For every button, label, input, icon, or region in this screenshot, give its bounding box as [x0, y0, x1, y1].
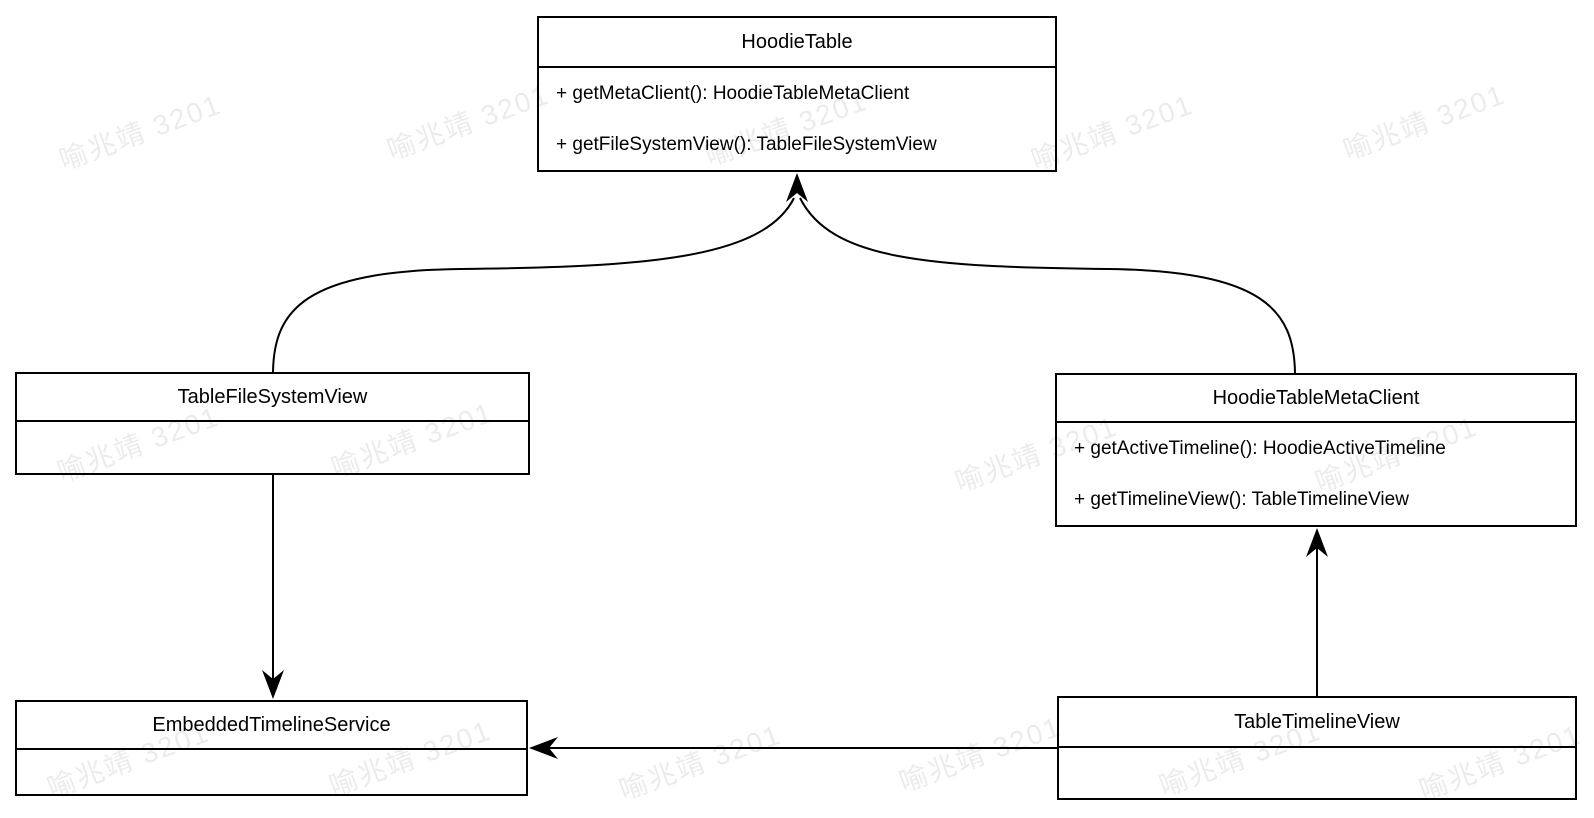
class-box-tablefilesystemview: TableFileSystemView	[15, 372, 530, 475]
class-method: + getActiveTimeline(): HoodieActiveTimel…	[1074, 437, 1446, 459]
class-title: HoodieTableMetaClient	[1057, 375, 1575, 423]
watermark-text: 喻兆靖 3201	[383, 78, 554, 166]
arrowhead-down-embeddedtimelineservice	[262, 670, 284, 699]
class-title: EmbeddedTimelineService	[17, 702, 526, 750]
class-method: + getMetaClient(): HoodieTableMetaClient	[556, 82, 910, 104]
class-method: + getTimelineView(): TableTimelineView	[1074, 488, 1409, 510]
arrowhead-up-hoodietable	[786, 173, 808, 202]
class-box-hoodietable: HoodieTable + getMetaClient(): HoodieTab…	[537, 16, 1057, 172]
class-body-empty	[17, 422, 528, 473]
class-title: TableTimelineView	[1059, 698, 1575, 748]
watermark-text: 喻兆靖 3201	[1339, 78, 1510, 166]
class-title: TableFileSystemView	[17, 374, 528, 422]
class-body-empty	[17, 750, 526, 794]
class-box-tabletimelineview: TableTimelineView	[1057, 696, 1577, 800]
class-body-empty	[1059, 748, 1575, 798]
watermark-text: 喻兆靖 3201	[895, 710, 1066, 798]
class-box-embeddedtimelineservice: EmbeddedTimelineService	[15, 700, 528, 796]
watermark-text: 喻兆靖 3201	[55, 88, 226, 176]
class-title: HoodieTable	[539, 18, 1055, 68]
relation-hoodietablemetaclient-to-hoodietable	[799, 197, 1296, 374]
relation-tablefilesystemview-to-hoodietable	[272, 197, 795, 373]
watermark-text: 喻兆靖 3201	[615, 718, 786, 806]
class-method: + getFileSystemView(): TableFileSystemVi…	[556, 133, 937, 155]
class-methods: + getActiveTimeline(): HoodieActiveTimel…	[1057, 423, 1575, 525]
arrowhead-up-hoodietablemetaclient	[1306, 528, 1328, 557]
arrowhead-left-embeddedtimelineservice	[529, 737, 558, 759]
class-box-hoodietablemetaclient: HoodieTableMetaClient + getActiveTimelin…	[1055, 373, 1577, 527]
class-methods: + getMetaClient(): HoodieTableMetaClient…	[539, 68, 1055, 170]
